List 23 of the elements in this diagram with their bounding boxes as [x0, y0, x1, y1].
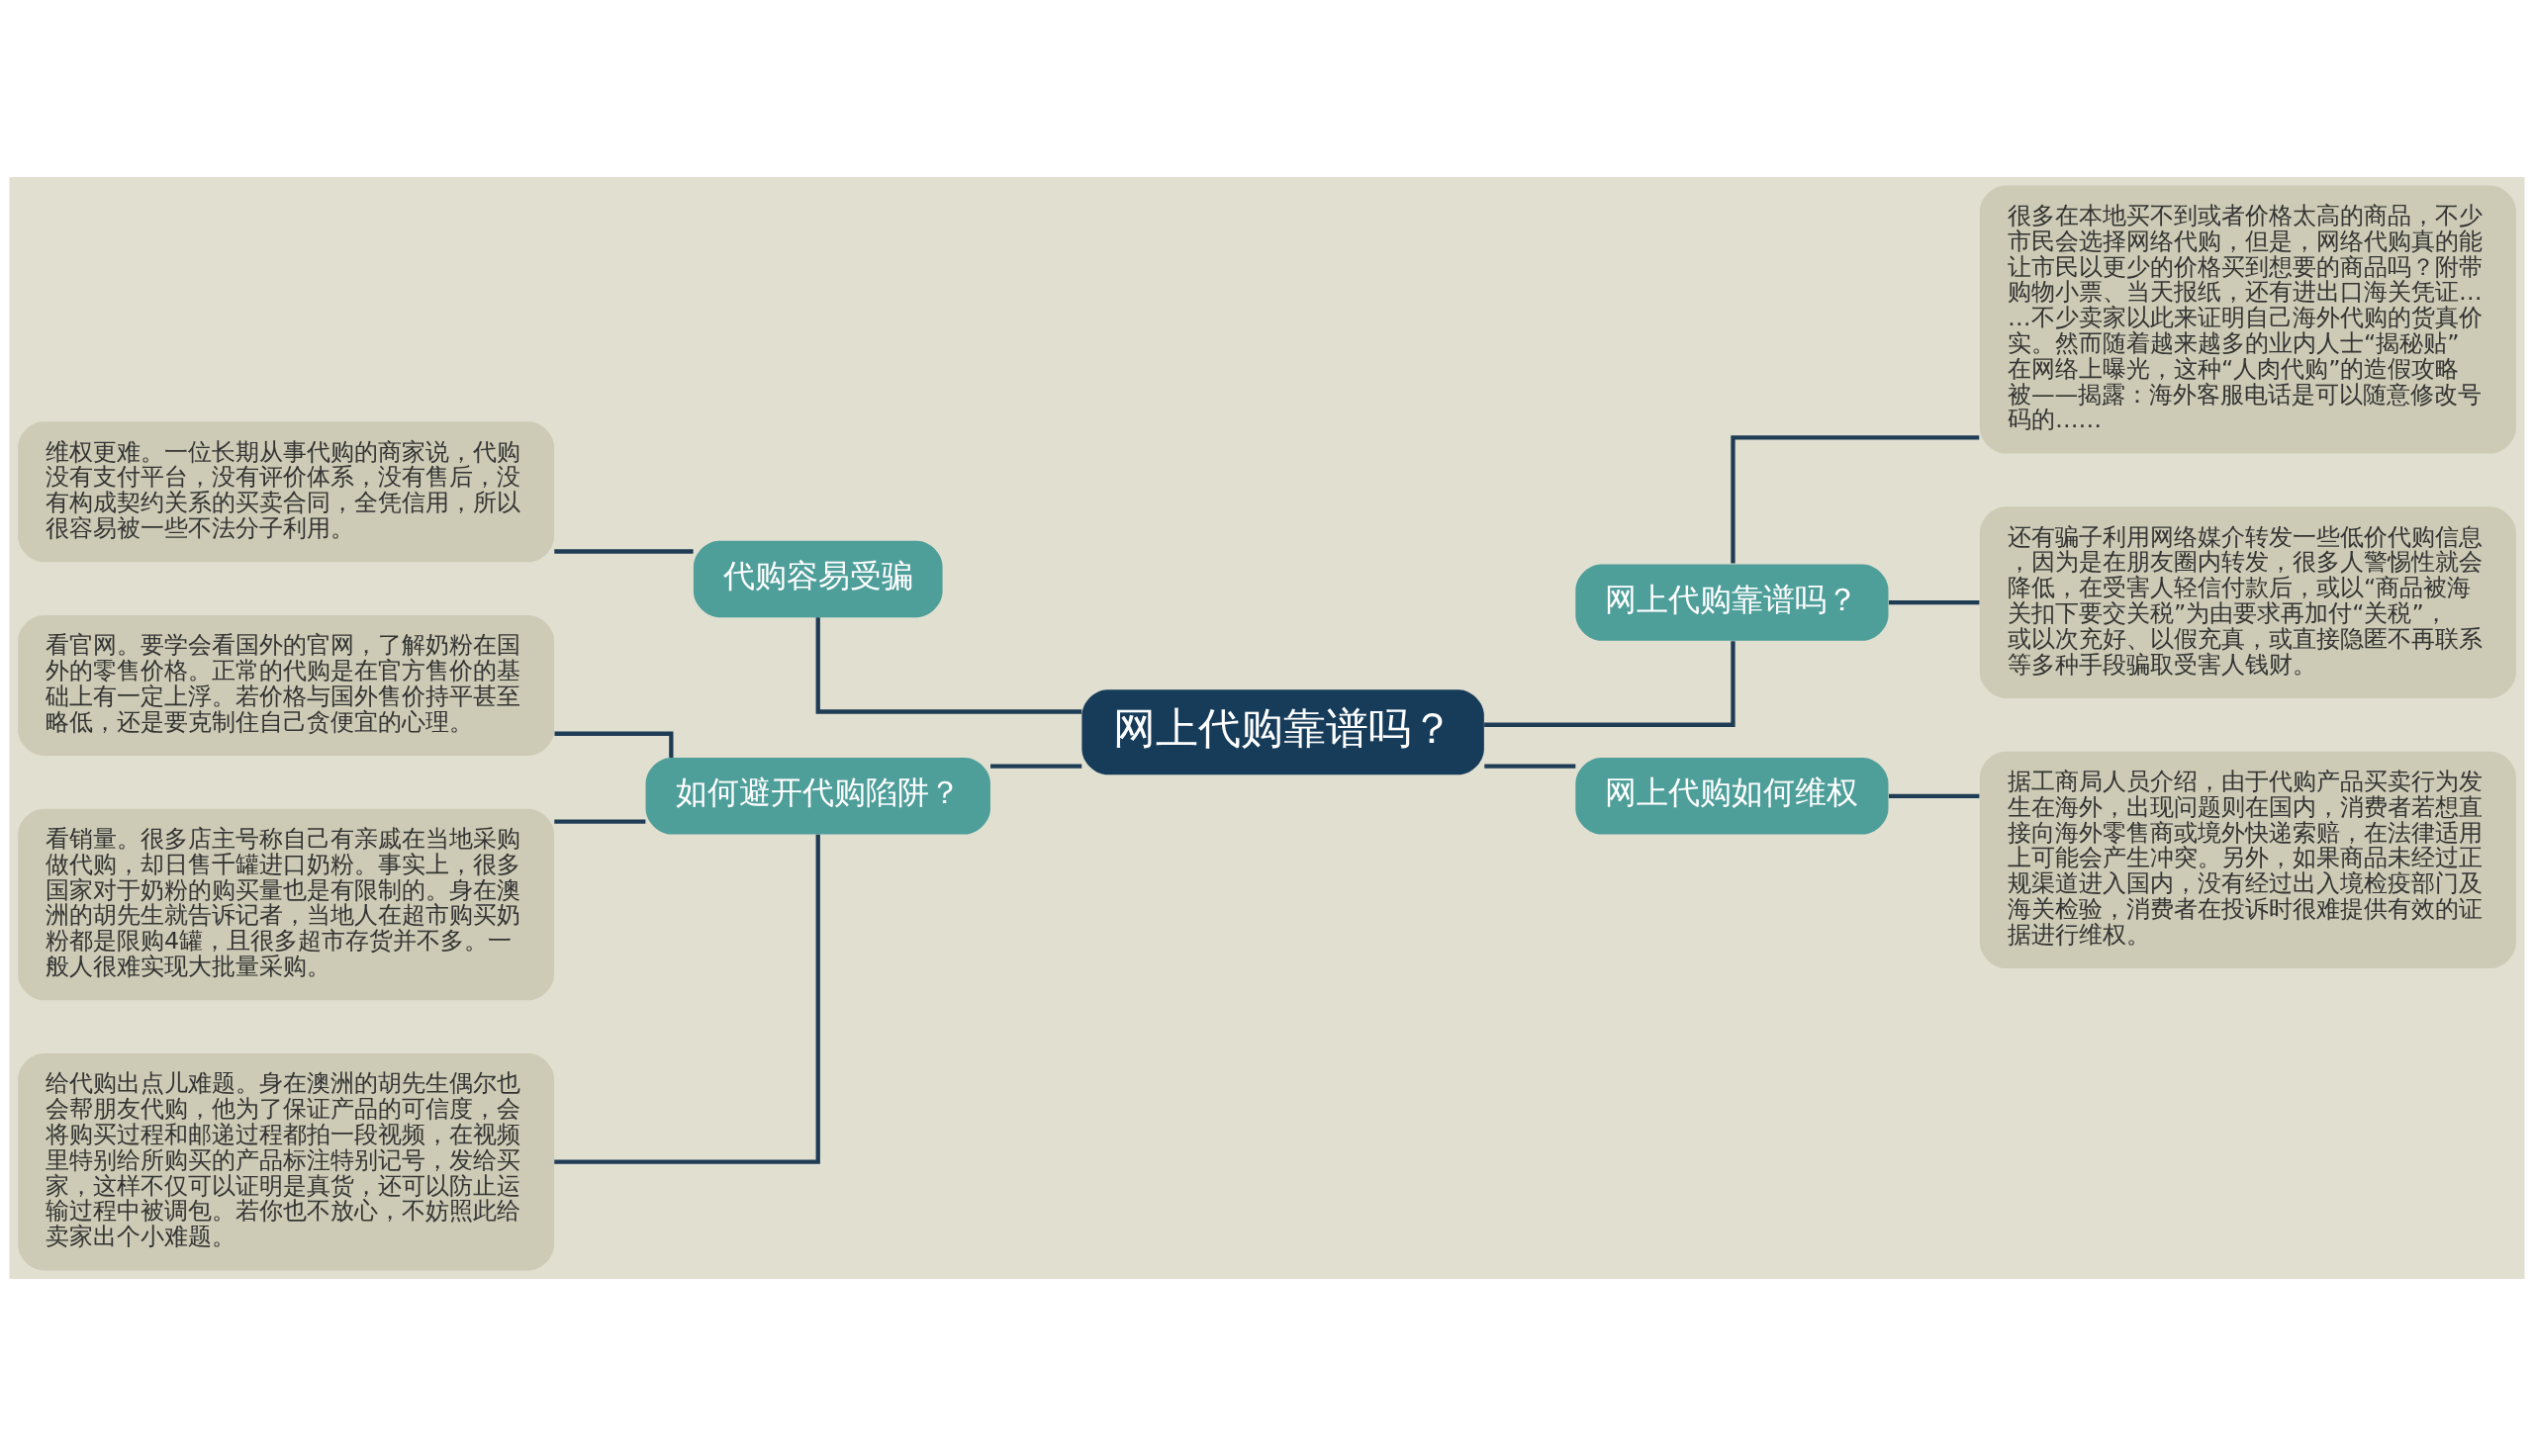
node-box: 网上代购如何维权: [1574, 758, 1888, 835]
connector: [1730, 435, 1979, 564]
connector: [1888, 793, 1979, 798]
node-box: 还有骗子利用网络媒介转发一些低价代购信息，因为是在朋友圈内转发，很多人警惕性就会降低，在受害人轻信付款后，或以“商品被海关扣下要交关税”为由要求再加付“关税”，或以次充好、以假充真，或直接隐匿不再联系等多种手段骗取受害人钱财。: [1979, 506, 2516, 698]
connector: [815, 617, 1081, 714]
connector: [989, 764, 1081, 769]
node-box: 网上代购靠谱吗？: [1080, 689, 1484, 775]
node-box: 看销量。很多店主号称自己有亲戚在当地采购做代购，却日售千罐进口奶粉。事实上，很多国家对于奶粉的购买量也是有限制的。身在澳洲的胡先生就告诉记者，当地人在超市购买奶粉都是限购4罐，且很多超市存货并不多。一般人很难实现大批量采购。: [17, 808, 554, 1001]
connector: [553, 819, 645, 824]
node-box: 很多在本地买不到或者价格太高的商品，不少市民会选择网络代购，但是，网络代购真的能让市民以更少的价格买到想要的商品吗？附带购物小票、当天报纸，还有进出口海关凭证……不少卖家以此来证明自己海外代购的货真价实。然而随着越来越多的业内人士“揭秘贴”在网络上曝光，这种“人肉代购”的造假攻略被——揭露：海外客服电话是可以随意修改号码的……: [1979, 185, 2516, 454]
connector: [553, 549, 694, 554]
node-box: 如何避开代购陷阱？: [645, 758, 990, 835]
node-box: 网上代购靠谱吗？: [1574, 564, 1888, 641]
node-box: 据工商局人员介绍，由于代购产品买卖行为发生在海外，出现问题则在国内，消费者若想直接向海外零售商或境外快递索赔，在法律适用上可能会产生冲突。另外，如果商品未经过正规渠道进入国内，没有经过出入境检疫部门及海关检验，消费者在投诉时很难提供有效的证据进行维权。: [1979, 751, 2516, 968]
connector: [1888, 599, 1979, 605]
node-box: 维权更难。一位长期从事代购的商家说，代购没有支付平台，没有评价体系，没有售后，没有构成契约关系的买卖合同，全凭信用，所以很容易被一些不法分子利用。: [17, 421, 554, 563]
node-box: 给代购出点儿难题。身在澳洲的胡先生偶尔也会帮朋友代购，他为了保证产品的可信度，会将购买过程和邮递过程都拍一段视频，在视频里特别给所购买的产品标注特别记号，发给买家，这样不仅可以证明是真货，还可以防止运输过程中被调包。若你也不放心，不妨照此给卖家出个小难题。: [17, 1053, 554, 1271]
connector: [1483, 641, 1736, 727]
connector: [553, 834, 820, 1164]
node-box: 看官网。要学会看国外的官网，了解奶粉在国外的零售价格。正常的代购是在官方售价的基础上有一定上浮。若价格与国外售价持平甚至略低，还是要克制住自己贪便宜的心理。: [17, 615, 554, 756]
node-box: 代购容易受骗: [693, 540, 943, 618]
connector: [1483, 764, 1575, 769]
connector: [554, 731, 673, 758]
